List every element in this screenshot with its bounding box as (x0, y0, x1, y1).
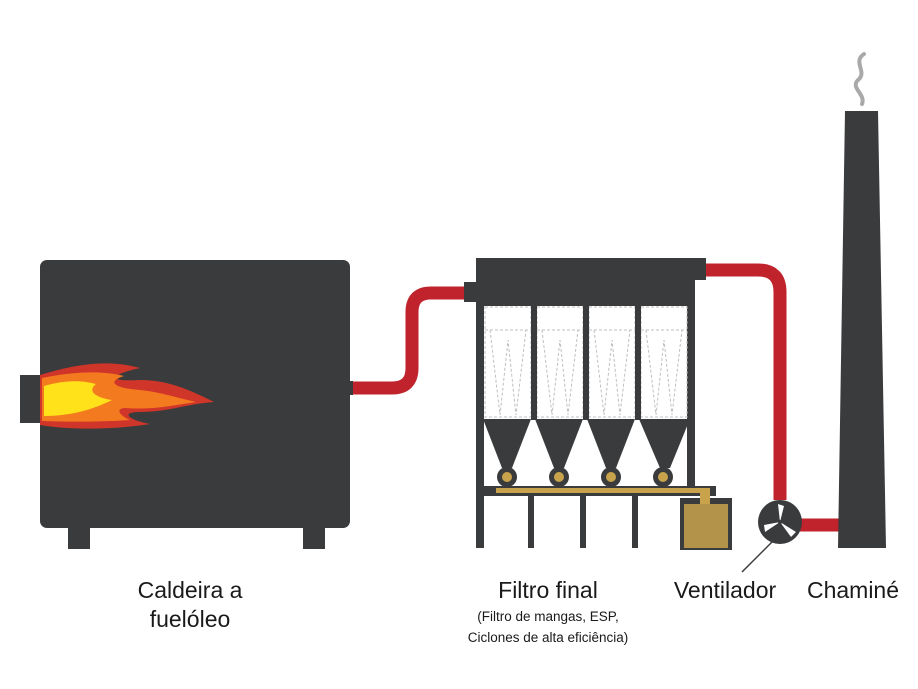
duct-boiler-to-filter (345, 286, 470, 395)
fan-icon (741, 500, 802, 573)
filter-note: (Filtro de mangas, ESP, Ciclones de alta… (430, 607, 666, 649)
smoke-icon (853, 52, 866, 106)
rotary-valve-icon (497, 467, 673, 487)
dust-conveyor (496, 488, 710, 504)
filter-label: Filtro final (498, 577, 598, 603)
duct-filter-to-fan (705, 263, 787, 500)
filter-note-line1: (Filtro de mangas, ESP, (477, 609, 619, 624)
filter-note-line2: Ciclones de alta eficiência) (467, 629, 629, 645)
boiler-label-line2: fuelóleo (149, 605, 231, 632)
burner-flame-icon (40, 363, 214, 429)
fan-label: Ventilador (673, 577, 777, 603)
final-filter (464, 258, 732, 550)
boiler-label: Caldeira a fuelóleo (100, 576, 280, 634)
chimney (838, 111, 886, 548)
chimney-label: Chaminé (806, 577, 900, 603)
boiler-label-line1: Caldeira a (137, 577, 243, 603)
